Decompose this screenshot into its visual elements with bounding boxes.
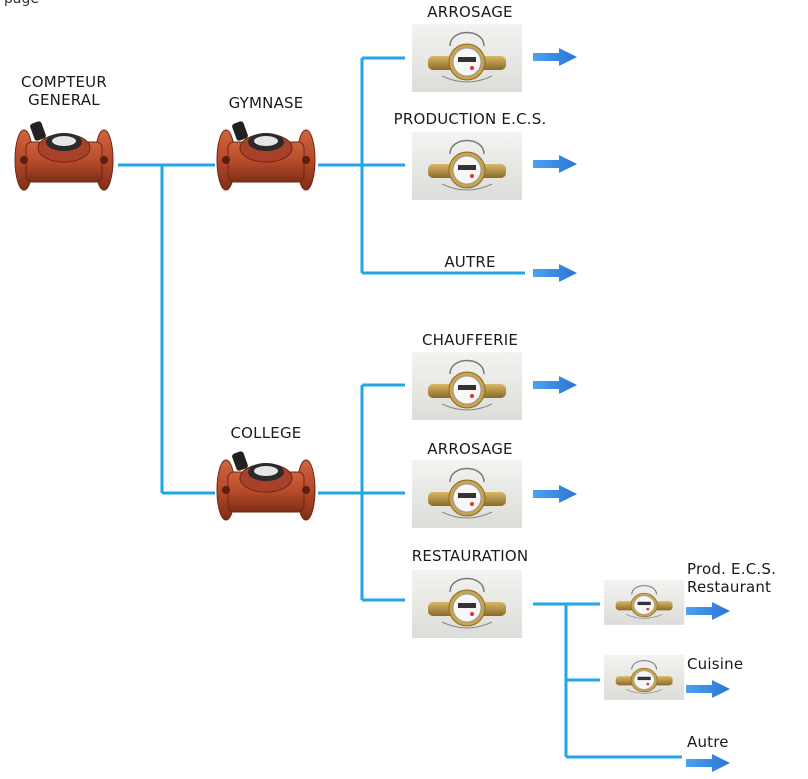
- arrow-arrosage-gymnase-icon: [533, 48, 577, 66]
- gymnase-meter-icon: [216, 119, 316, 191]
- prod-ecs-restaurant-meter-icon: [603, 579, 685, 626]
- arrosage-college-label: ARROSAGE: [427, 440, 513, 458]
- restauration-meter-icon: [411, 569, 523, 639]
- compteur-general-meter-icon: [14, 119, 114, 191]
- prod-ecs-restaurant-label-line2: Restaurant: [687, 578, 772, 596]
- chaufferie-meter-icon: [411, 351, 523, 421]
- arrosage-gymnase-label: ARROSAGE: [427, 3, 513, 21]
- autre-restauration-label: Autre: [687, 733, 729, 751]
- arrow-autre-restauration-icon: [686, 754, 730, 772]
- arrow-arrosage-college-icon: [533, 485, 577, 503]
- arrow-prod-ecs-restaurant-icon: [686, 602, 730, 620]
- arrosage-college-meter-icon: [411, 459, 523, 529]
- chaufferie-label: CHAUFFERIE: [421, 331, 519, 349]
- arrow-production-ecs-icon: [533, 155, 577, 173]
- arrosage-gymnase-meter-icon: [411, 23, 523, 93]
- college-label: COLLEGE: [230, 424, 302, 442]
- connection-lines: [118, 56, 682, 759]
- arrow-chaufferie-icon: [533, 376, 577, 394]
- restauration-label: RESTAURATION: [411, 547, 529, 565]
- autre-gymnase-label: AUTRE: [444, 253, 496, 271]
- production-ecs-label: PRODUCTION E.C.S.: [393, 110, 547, 128]
- compteur-general-label-line1: COMPTEUR: [21, 73, 107, 91]
- prod-ecs-restaurant-label: Prod. E.C.S. Restaurant: [687, 560, 776, 596]
- production-ecs-meter-icon: [411, 131, 523, 201]
- arrow-cuisine-icon: [686, 680, 730, 698]
- cuisine-meter-icon: [603, 654, 685, 701]
- compteur-general-label-line2: GENERAL: [28, 91, 100, 109]
- page-fragment-text: page: [4, 0, 39, 7]
- college-meter-icon: [216, 449, 316, 521]
- prod-ecs-restaurant-label-line1: Prod. E.C.S.: [687, 560, 777, 578]
- gymnase-label: GYMNASE: [228, 94, 304, 112]
- compteur-general-label: COMPTEUR GENERAL: [14, 73, 114, 109]
- cuisine-label: Cuisine: [687, 655, 744, 673]
